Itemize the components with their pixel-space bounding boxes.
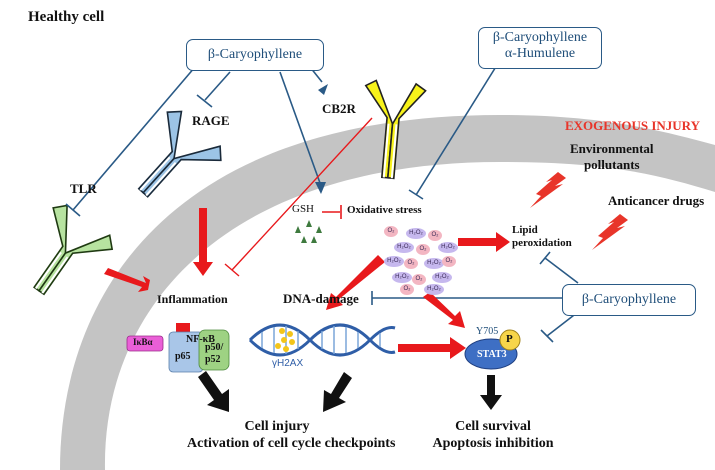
lipid-peroxidation-label: Lipid peroxidation: [512, 224, 572, 250]
ros-bubble: H₂O₂: [384, 256, 404, 267]
gsh-label: GSH: [292, 203, 315, 215]
bcp-humulene-box: β-Caryophyllene α-Humulene: [478, 27, 602, 69]
p65-label: p65: [175, 351, 191, 362]
y705-label: Y705: [476, 326, 499, 337]
ros-bubble: H₂O₂: [392, 272, 412, 283]
ros-bubble: O₂: [428, 230, 442, 241]
outcome-right-line1: Cell survival: [455, 419, 531, 434]
lightning-icons: [530, 172, 628, 250]
lipid-line2: peroxidation: [512, 237, 572, 249]
outcome-right-line2: Apoptosis inhibition: [432, 436, 554, 451]
outcome-right: Cell survival Apoptosis inhibition: [428, 418, 558, 452]
bcp-right-label: β-Caryophyllene: [581, 292, 677, 307]
environmental-pollutants-label: Environmental pollutants: [570, 141, 654, 173]
arrow-to-gsh: [315, 182, 326, 194]
outcome-left-line1: Cell injury: [244, 419, 310, 434]
bcp-humulene-line1: β-Caryophyllene: [492, 30, 588, 45]
nfkb-complex: [126, 323, 230, 373]
ros-bubble: H₂O₂: [424, 284, 444, 295]
bcp-humulene-line2: α-Humulene: [504, 46, 576, 61]
outcome-arrows: [198, 371, 502, 412]
ros-bubble: H₂O₂: [424, 258, 444, 269]
oxidative-stress-label: Oxidative stress: [347, 204, 422, 216]
ros-bubble: O₂: [404, 258, 418, 269]
bcp-right-connectors: [371, 251, 579, 343]
anticancer-drugs-label: Anticancer drugs: [608, 193, 705, 208]
outcome-left: Cell injury Activation of cell cycle che…: [187, 418, 396, 452]
humulene-connector: [408, 64, 498, 200]
p-label: P: [506, 333, 513, 345]
env-line2: pollutants: [583, 157, 640, 172]
ros-bubble: O₂: [384, 226, 398, 237]
p50-label: p50/ p52: [205, 342, 223, 366]
dna-helix: [248, 323, 396, 357]
ros-bubble: O₂: [400, 284, 414, 295]
p50-line1: p50/: [205, 342, 224, 353]
lipid-line1: Lipid: [512, 224, 538, 236]
ros-bubble: H₂O₂: [406, 228, 426, 239]
env-line1: Environmental: [570, 141, 654, 156]
gsh-droplets: [295, 220, 322, 243]
ros-bubble: H₂O₂: [438, 242, 458, 253]
inflammation-label: Inflammation: [157, 292, 228, 306]
red-arrows: [104, 208, 510, 359]
gsh-inhibit-line: [322, 205, 342, 219]
lightning-icon-drugs: [592, 214, 628, 250]
bcp-top-box: β-Caryophyllene: [186, 39, 324, 71]
exogenous-heading: EXOGENOUS INJURY: [565, 118, 700, 133]
bcp-right-box: β-Caryophyllene: [562, 284, 696, 316]
ikba-label: IκBα: [133, 337, 153, 347]
stat3-protein: [464, 329, 521, 370]
nfkb-label: NF-κB: [186, 334, 215, 345]
tlr-receptor: [33, 204, 114, 296]
ros-bubble: O₂: [412, 274, 426, 285]
cell-membrane: [60, 115, 715, 470]
ros-bubble: O₂: [442, 256, 456, 267]
lightning-icon-env: [530, 172, 566, 208]
dna-damage-label: DNA-damage: [283, 291, 359, 306]
page-title: Healthy cell: [28, 9, 105, 25]
cb2r-label: CB2R: [322, 101, 356, 116]
bcp-top-connectors: [65, 66, 323, 217]
p50-line2: p52: [205, 354, 221, 365]
arrow-to-cb2r: [318, 84, 328, 95]
rage-receptor: [137, 110, 222, 198]
outcome-left-line2: Activation of cell cycle checkpoints: [187, 436, 396, 451]
tlr-label: TLR: [70, 181, 97, 196]
cb2r-inhibit-line: [224, 117, 373, 277]
cb2r-receptor: [364, 79, 427, 180]
ros-bubble: H₂O₂: [432, 272, 452, 283]
gamma-h2ax-label: γH2AX: [272, 358, 304, 369]
rage-label: RAGE: [192, 113, 230, 128]
ros-bubble: H₂O₂: [394, 242, 414, 253]
ros-bubble: O₂: [416, 244, 430, 255]
bcp-top-label: β-Caryophyllene: [207, 47, 303, 62]
stat3-label: STAT3: [477, 349, 507, 360]
